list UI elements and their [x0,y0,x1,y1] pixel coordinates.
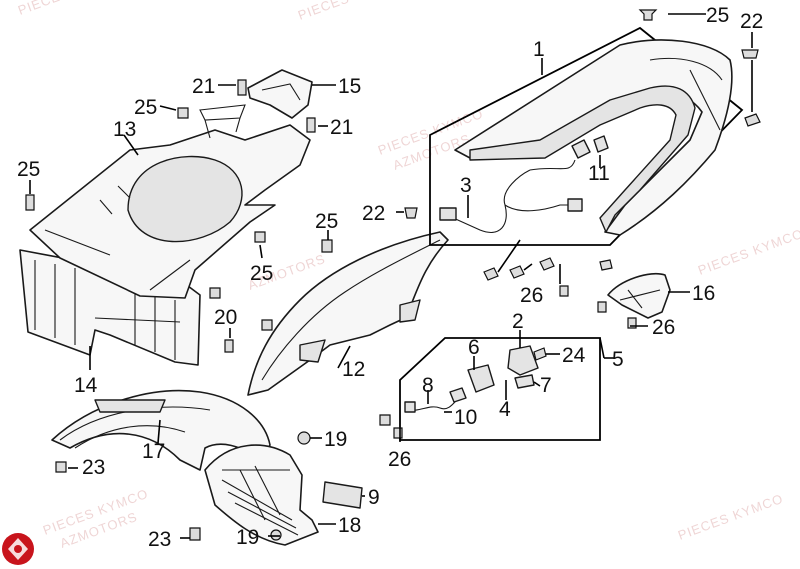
callout-10: 10 [454,406,477,429]
callout-16: 16 [692,282,715,305]
callout-24: 24 [562,344,586,367]
callout-21: 21 [192,75,215,98]
part-13-inner-fender [29,104,311,299]
watermark-text: PIECES KYMCO [16,0,125,18]
callout-4: 4 [499,398,511,421]
part-9-reflector [322,481,363,509]
callout-18: 18 [338,514,361,537]
callout-26: 26 [388,448,411,471]
callout-25: 25 [17,158,40,181]
part-16-cover [607,272,671,319]
callout-5: 5 [612,348,624,371]
callout-22: 22 [740,10,763,33]
part-5-license-light [404,345,539,413]
callout-26: 26 [652,316,675,339]
part-18-plate-holder [204,444,319,546]
callout-13: 13 [113,118,136,141]
callout-3: 3 [460,174,472,197]
callout-26: 26 [520,284,543,307]
callout-12: 12 [342,358,365,381]
callout-7: 7 [540,374,552,397]
callout-14: 14 [74,374,98,397]
watermark-text: PIECES KYMCO [676,491,785,543]
callout-labels: 1 25 22 21 15 25 21 13 25 3 11 22 25 25 … [17,4,763,551]
callout-25: 25 [250,262,273,285]
callout-6: 6 [468,336,480,359]
callout-19: 19 [236,526,259,549]
callout-22: 22 [362,202,385,225]
part-1-tail-cowl [454,39,733,236]
part-11-sockets [571,135,609,159]
part-15-bracket [247,69,313,119]
callout-2: 2 [512,310,524,333]
callout-21: 21 [330,116,353,139]
callout-8: 8 [422,374,434,397]
callout-17: 17 [142,440,165,463]
callout-23: 23 [82,456,105,479]
leader-lines [29,13,753,539]
callout-11: 11 [588,162,610,185]
callout-9: 9 [368,486,380,509]
callout-20: 20 [214,306,237,329]
watermark-text: PIECES KYMCO [696,226,800,278]
callout-25: 25 [706,4,729,27]
callout-25: 25 [134,96,157,119]
part-3-harness [439,159,583,233]
callout-23: 23 [148,528,171,551]
callout-25: 25 [315,210,338,233]
part-12-side-cover [247,231,449,396]
callout-15: 15 [338,75,361,98]
callout-1: 1 [533,38,545,61]
brand-logo [2,533,34,565]
callout-19: 19 [324,428,347,451]
watermark-text: PIECES KYMCO [296,0,405,23]
